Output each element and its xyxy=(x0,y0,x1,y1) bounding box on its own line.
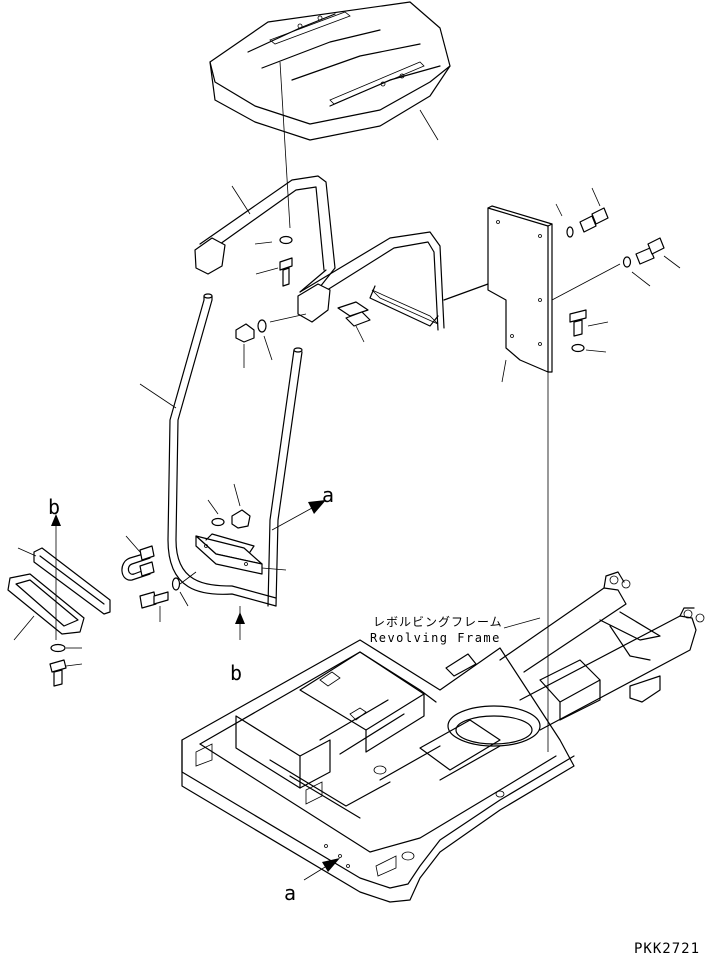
leader-bolt-roof xyxy=(279,61,291,229)
canopy-frame xyxy=(194,175,445,331)
callout-b-lower: b xyxy=(230,661,242,685)
leader-channel-lower xyxy=(13,615,35,641)
callout-b-upper: b xyxy=(48,495,60,519)
leader-roof xyxy=(419,109,439,141)
frame-label-japanese: レボルビングフレーム xyxy=(373,615,503,629)
bolt-plate-top xyxy=(555,187,609,238)
bolt-upper xyxy=(255,257,293,287)
bolt-plate-low xyxy=(569,309,609,353)
bolt-washer-lower xyxy=(139,571,197,622)
side-plate xyxy=(443,205,553,373)
nut-and-washer-left xyxy=(235,313,307,368)
callout-a-lower: a xyxy=(284,881,296,905)
leader-rail xyxy=(139,383,177,409)
leader-channel-upper xyxy=(17,547,37,557)
leader-plate xyxy=(501,359,507,383)
arrow-a-upper xyxy=(271,500,326,531)
callout-a-upper: a xyxy=(322,483,334,507)
washer-upper xyxy=(254,235,293,245)
canopy-roof xyxy=(209,1,451,141)
frame-label-english: Revolving Frame xyxy=(370,631,501,645)
hand-rail xyxy=(167,293,303,607)
channel-upper xyxy=(33,547,111,615)
channel-lower xyxy=(7,573,85,635)
washer-bolt-channel xyxy=(49,643,83,687)
nut-washer-bracket xyxy=(207,483,251,529)
bolt-side-frame xyxy=(337,301,371,343)
leader-frame-label xyxy=(503,617,541,629)
revolving-frame xyxy=(181,571,705,903)
bolt-plate-mid xyxy=(551,237,681,301)
arrow-b-upper xyxy=(51,514,61,640)
drawing-code: PKK2721 xyxy=(634,941,700,957)
arrow-b-lower xyxy=(235,606,245,640)
u-bolt xyxy=(121,535,155,581)
arrow-a-lower xyxy=(303,858,340,881)
mount-bracket xyxy=(195,533,287,575)
leader-frame xyxy=(231,185,251,215)
